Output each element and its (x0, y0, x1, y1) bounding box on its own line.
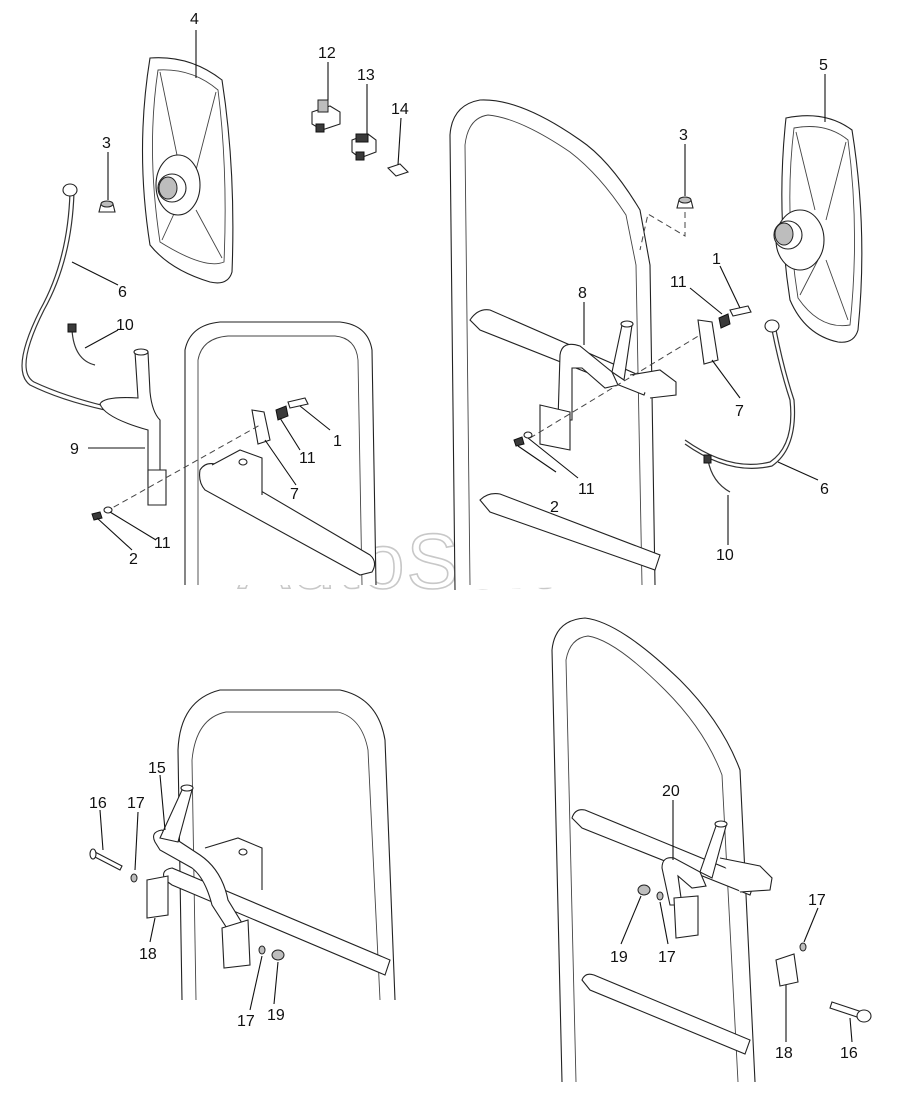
switch-plate-14 (386, 163, 410, 177)
callout-7-right: 7 (735, 403, 744, 420)
mirror-arm-8 (539, 320, 634, 451)
callout-11-right-lower: 11 (578, 481, 595, 498)
callout-5: 5 (819, 57, 828, 74)
wire-10-right (703, 454, 731, 493)
callout-1-left: 1 (333, 433, 342, 450)
callout-3-right: 3 (679, 127, 688, 144)
callout-17-left-lower: 17 (237, 1013, 255, 1030)
bracket-18-left (146, 875, 169, 919)
callout-19-left: 19 (267, 1007, 285, 1024)
callout-11-left-lower: 11 (154, 535, 171, 552)
nut-19-left (271, 949, 285, 961)
mirror-right (773, 115, 863, 343)
mirror-left (141, 57, 234, 284)
callout-16-right: 16 (840, 1045, 858, 1062)
washer-17-right-b (799, 942, 807, 952)
callout-1-right: 1 (712, 251, 721, 268)
cable-6-left (21, 183, 106, 411)
door-frame-top-right (449, 99, 677, 591)
callout-2-right: 2 (550, 499, 559, 516)
callout-13: 13 (357, 67, 375, 84)
bracket-7-left (91, 397, 309, 521)
callout-18-left: 18 (139, 946, 157, 963)
callout-16-left: 16 (89, 795, 107, 812)
door-frame-top-left (184, 321, 377, 586)
bolt-16-left (89, 848, 123, 871)
callout-6-left: 6 (118, 284, 127, 301)
callout-10-left: 10 (116, 317, 134, 334)
callout-15: 15 (148, 760, 166, 777)
door-frame-bottom-right (551, 617, 773, 1083)
switch-12 (311, 99, 341, 133)
callout-9: 9 (70, 441, 79, 458)
bracket-7-right (513, 305, 752, 447)
cap-nut-3-left (98, 200, 116, 213)
washer-17-left-lower (258, 945, 266, 955)
callout-6-right: 6 (820, 481, 829, 498)
callout-19-right: 19 (610, 949, 628, 966)
mirror-arm-20 (661, 820, 728, 939)
cap-nut-3-right (676, 196, 694, 209)
bracket-18-right (775, 953, 799, 987)
wire-10-left (67, 323, 96, 366)
bolt-16-right (829, 1001, 872, 1023)
callouts: 4 12 13 14 3 6 10 9 1 11 7 11 2 5 3 1 11… (70, 11, 858, 1062)
washer-17-left-upper (130, 873, 138, 883)
leader-lines (71, 30, 853, 1043)
nut-19-right (637, 884, 651, 896)
callout-18-right: 18 (775, 1045, 793, 1062)
callout-11-left-upper: 11 (299, 450, 316, 467)
callout-20: 20 (662, 783, 680, 800)
mirror-arm-15 (153, 784, 251, 969)
callout-14: 14 (391, 101, 409, 118)
callout-7-left: 7 (290, 486, 299, 503)
callout-11-right-upper: 11 (670, 274, 687, 291)
mirror-arm-9 (99, 348, 167, 506)
callout-8: 8 (578, 285, 587, 302)
callout-2-left: 2 (129, 551, 138, 568)
callout-3-left: 3 (102, 135, 111, 152)
callout-17-right-lower: 17 (658, 949, 676, 966)
cable-6-right (684, 319, 796, 469)
washer-17-right-a (656, 891, 664, 901)
callout-12: 12 (318, 45, 336, 62)
switch-13 (351, 133, 377, 161)
callout-4: 4 (190, 11, 199, 28)
callout-10-right: 10 (716, 547, 734, 564)
callout-17-right-upper: 17 (808, 892, 826, 909)
callout-17-left-upper: 17 (127, 795, 145, 812)
dash-3-right (639, 212, 686, 251)
